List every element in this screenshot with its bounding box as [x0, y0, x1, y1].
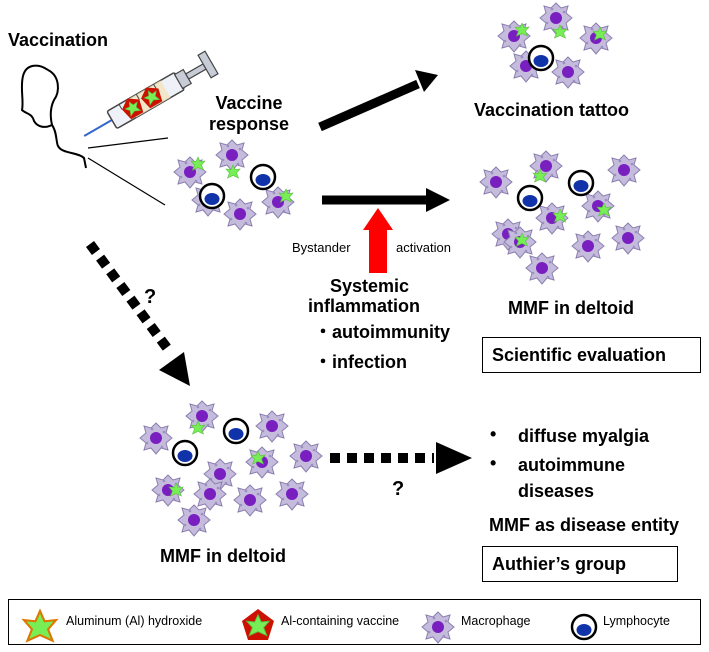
legend-aluminum-label: Aluminum (Al) hydroxide [66, 614, 203, 628]
scientific-evaluation-label: Scientific evaluation [492, 344, 667, 365]
mmf-deltoid-bottom-label: MMF in deltoid [160, 546, 286, 566]
authier-group-box: Authier’s group [482, 546, 678, 582]
vaccination-label: Vaccination [8, 30, 109, 50]
person-head-icon [20, 64, 87, 169]
inflammation-arrow [363, 208, 393, 273]
autoimmunity-label: ・autoimmunity [314, 322, 451, 342]
mmf-top-cluster [479, 150, 645, 285]
question-mark-right: ? [392, 478, 405, 500]
symptom-diseases: diseases [518, 481, 595, 501]
dashed-arrow-down [85, 241, 190, 386]
systemic-label: Systemic [330, 276, 410, 296]
tattoo-cluster [497, 2, 613, 89]
vaccination-tattoo-label: Vaccination tattoo [474, 100, 630, 120]
dashed-arrow-right [330, 442, 472, 474]
legend-box: Aluminum (Al) hydroxide Al-containing va… [8, 599, 701, 645]
arrow-to-tattoo [318, 70, 438, 132]
activation-label: activation [396, 240, 451, 255]
mmf-bottom-cluster [139, 400, 323, 537]
scientific-evaluation-box: Scientific evaluation [482, 337, 701, 373]
bullet-2: • [490, 453, 497, 473]
inflammation-label: inflammation [308, 296, 421, 316]
mmf-entity-label: MMF as disease entity [489, 515, 680, 535]
legend-vaccine-icon [242, 609, 274, 640]
authier-group-label: Authier’s group [492, 553, 626, 574]
bullet-1: • [490, 424, 497, 444]
vaccine-response-label: Vaccine response [208, 93, 290, 134]
zoom-line-lower [87, 157, 166, 206]
mmf-deltoid-top-label: MMF in deltoid [508, 298, 634, 318]
arrow-to-mmf [322, 188, 450, 212]
infection-label: ・infection [314, 352, 407, 372]
bystander-label: Bystander [292, 240, 351, 255]
symptom-autoimmune: autoimmune [518, 455, 626, 475]
zoom-line-upper [87, 137, 169, 149]
vaccine-response-cluster [173, 139, 295, 231]
syringe-icon [83, 50, 219, 137]
legend-vaccine-label: Al-containing vaccine [281, 614, 400, 628]
legend-lymphocyte-label: Lymphocyte [603, 614, 670, 628]
legend-macrophage-label: Macrophage [461, 614, 531, 628]
symptom-myalgia: diffuse myalgia [518, 426, 650, 446]
legend-aluminum-icon [21, 608, 59, 643]
question-mark-left: ? [144, 286, 157, 308]
